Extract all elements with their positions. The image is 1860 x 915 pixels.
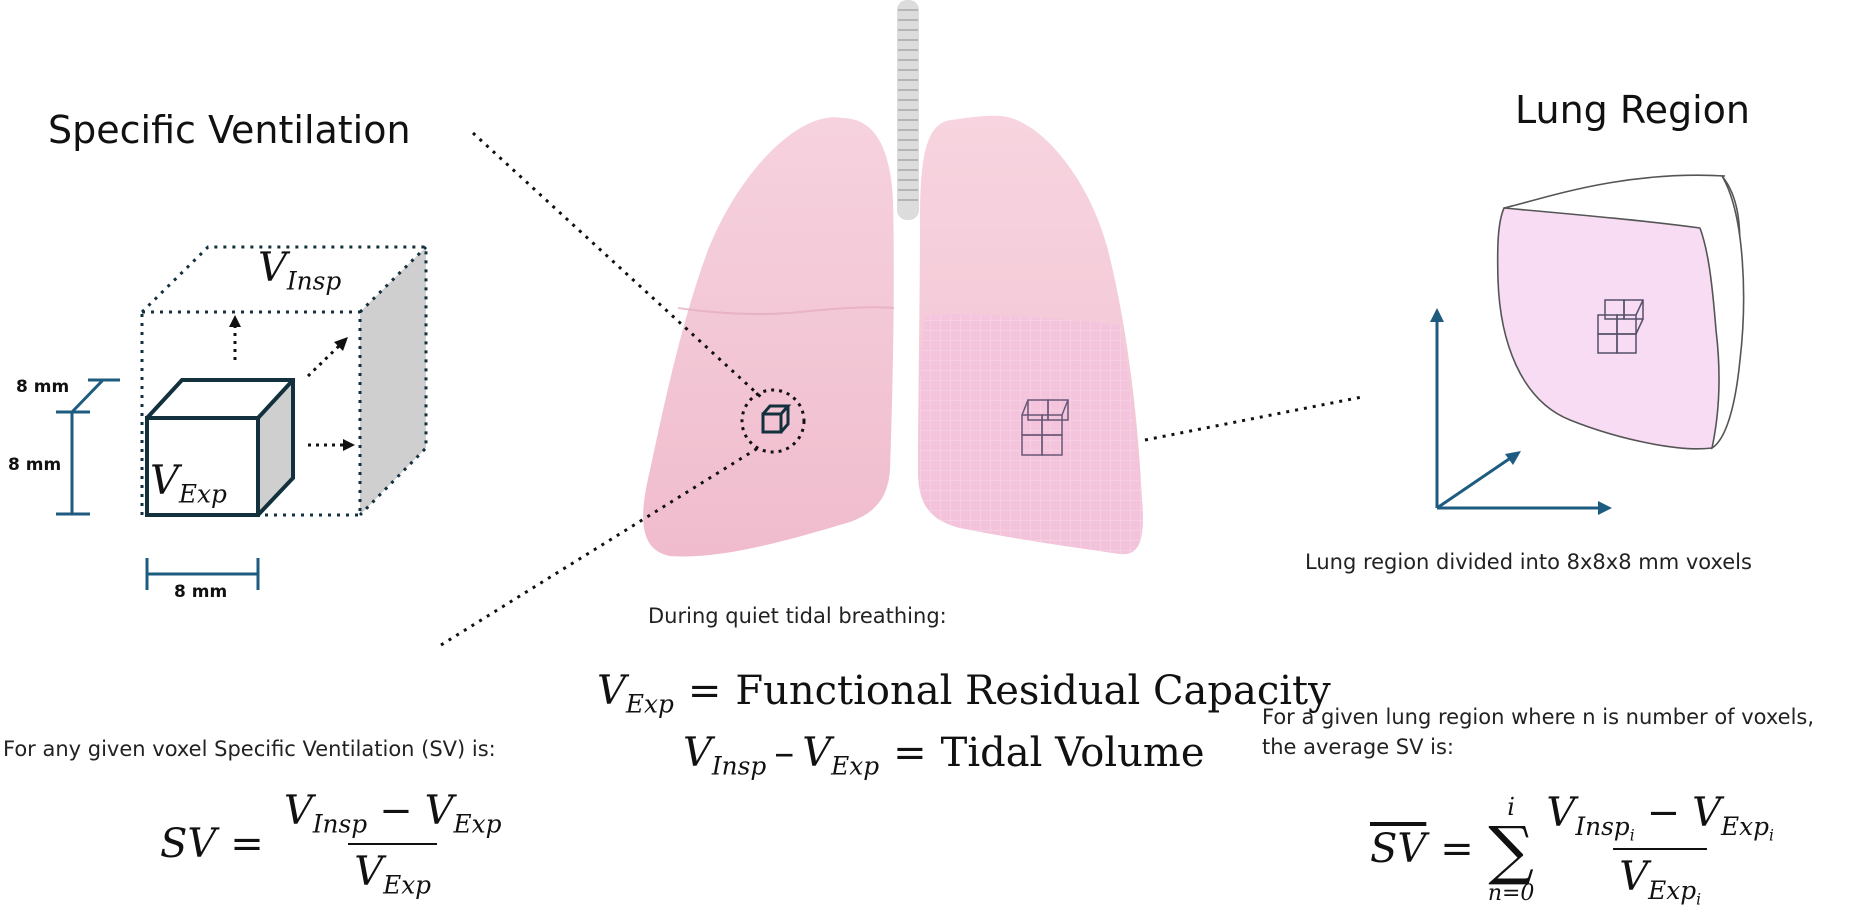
left-lung — [643, 117, 894, 557]
connector-lines — [440, 131, 1363, 647]
frc-equation: VExp=Functional Residual Capacity — [597, 668, 1331, 719]
right-lung-voxels — [1021, 399, 1069, 456]
dimension-label-top: 8 mm — [16, 377, 70, 397]
cube-small-side — [258, 380, 293, 515]
v-exp-label: VExp — [150, 458, 227, 509]
dimension-label-side: 8 mm — [8, 455, 62, 475]
trachea — [897, 0, 919, 220]
tidal-volume-equation: VInsp–VExp=Tidal Volume — [683, 730, 1205, 781]
dimension-label-bottom: 8 mm — [174, 582, 228, 602]
sv-formula: SV = VInsp−VExp VExp — [160, 788, 502, 900]
voxel-zoom-circle — [740, 388, 806, 454]
cube-large-side — [360, 247, 426, 515]
sv-formula-intro: For any given voxel Specific Ventilation… — [3, 737, 496, 761]
lung-region-diagram — [1430, 174, 1745, 515]
lung-region-title: Lung Region — [1515, 88, 1750, 132]
mini-voxel-icon — [761, 404, 792, 434]
tidal-breathing-intro: During quiet tidal breathing: — [648, 604, 947, 628]
specific-ventilation-title: Specific Ventilation — [48, 108, 411, 152]
v-insp-label: VInsp — [258, 245, 342, 296]
lung-region-caption: Lung region divided into 8x8x8 mm voxels — [1305, 550, 1752, 574]
avg-sv-formula: SV = i ∑ n=0 VInspi−VExpi VExpi — [1370, 790, 1774, 909]
cube-diagram — [56, 245, 428, 590]
avg-sv-formula-intro: For a given lung region where n is numbe… — [1262, 705, 1815, 759]
